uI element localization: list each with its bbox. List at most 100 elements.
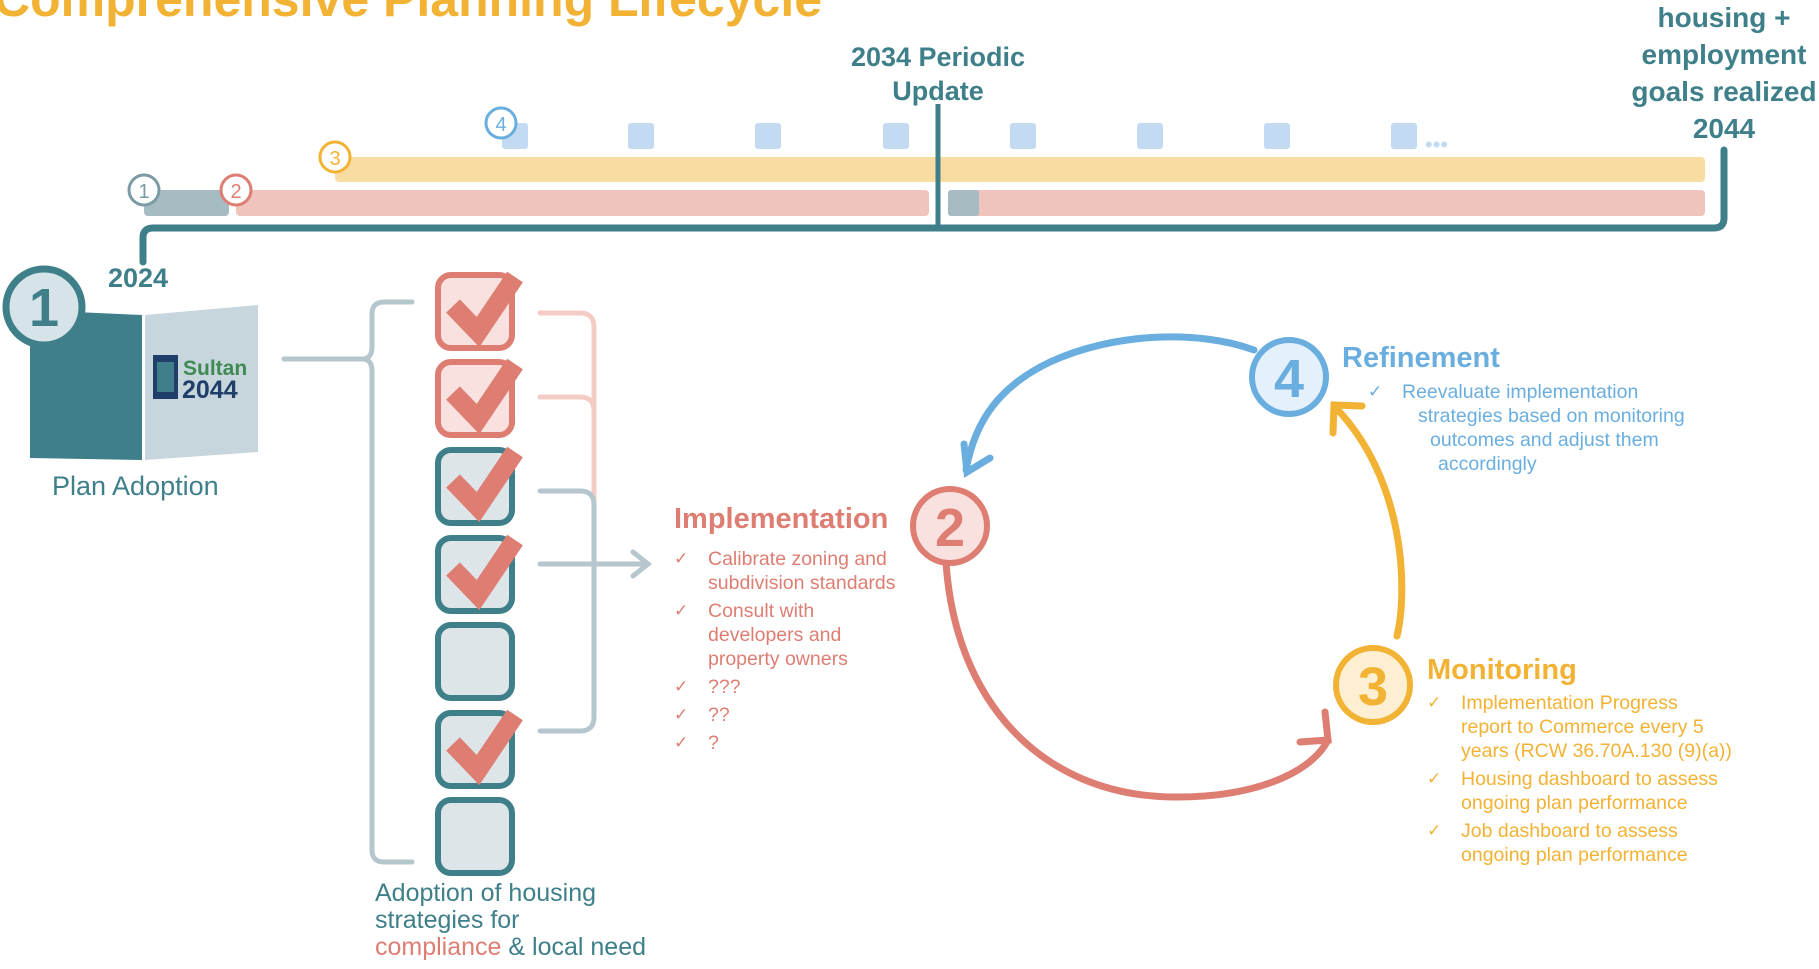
update-adoption-bar <box>948 190 979 216</box>
sultan-logo-bottom: 2044 <box>182 376 238 404</box>
plan-adoption-label: Plan Adoption <box>52 471 219 501</box>
check-icon <box>446 446 523 523</box>
refinement-square <box>1391 123 1417 149</box>
goals-line-2: employment <box>1641 39 1807 70</box>
check-icon <box>446 709 523 786</box>
implementation-item: ✓? <box>674 732 719 754</box>
checkbox-local <box>435 622 515 701</box>
marker-4: 4 <box>484 106 518 140</box>
strategies-line-1: Adoption of housing <box>375 879 597 907</box>
implementation-item: ✓?? <box>674 704 730 726</box>
monitoring-number-circle: 3 <box>1333 645 1413 725</box>
refinement-square <box>755 123 781 149</box>
marker-4-label: 4 <box>495 114 506 136</box>
check-icon: ✓ <box>1427 693 1442 712</box>
marker-3: 3 <box>318 140 352 174</box>
check-icon: ✓ <box>674 733 689 752</box>
implementation-item: ✓??? <box>674 676 741 698</box>
timeline-ellipsis: ••• <box>1425 132 1448 157</box>
checkbox-local <box>435 534 523 614</box>
marker-3-label: 3 <box>329 148 340 170</box>
refinement-item: ✓ Reevaluate implementation strategies b… <box>1368 381 1685 475</box>
cycle-arrows <box>942 333 1406 801</box>
strategies-line-3: compliance & local need <box>375 934 646 961</box>
sultan-logo-top: Sultan <box>183 357 247 380</box>
sultan-logo-emblem-inner <box>157 362 174 392</box>
plan-adoption-book: 1 Sultan 2044 <box>2 265 258 460</box>
check-icon: ✓ <box>1427 821 1442 840</box>
end-year: 2044 <box>1692 113 1756 144</box>
strategy-connectors <box>281 299 653 865</box>
goals-line-1: housing + <box>1657 2 1791 33</box>
refinement-square <box>628 123 654 149</box>
book-right-cover <box>145 305 258 460</box>
compliance-bracket <box>537 310 597 513</box>
local-bracket <box>537 488 597 734</box>
implementation-title: Implementation <box>674 503 889 535</box>
implementation-bar-1 <box>236 190 929 216</box>
checkbox-compliance <box>435 358 523 438</box>
periodic-update-label: 2034 Periodic Update <box>838 40 1038 108</box>
checkbox-local <box>435 797 515 876</box>
check-icon: ✓ <box>674 705 689 724</box>
arrow-implementation-to-monitoring <box>942 558 1332 801</box>
check-icon: ✓ <box>674 601 689 620</box>
refinement-square <box>1264 123 1290 149</box>
start-year: 2024 <box>108 263 169 293</box>
strategies-label: Adoption of housing strategies for compl… <box>375 880 646 961</box>
refinement-square <box>883 123 909 149</box>
page-title: Comprehensive Planning Lifecycle <box>0 0 822 28</box>
plan-adoption-number-circle <box>2 265 86 349</box>
plan-adoption-number: 1 <box>29 278 59 338</box>
check-icon <box>446 271 523 348</box>
refinement-number: 4 <box>1274 349 1304 409</box>
strategy-checklist <box>435 271 523 876</box>
book-left-cover <box>30 310 142 460</box>
implementation-bar-2 <box>948 190 1705 216</box>
implementation-number: 2 <box>935 498 965 558</box>
arrow-refinement-to-implementation-head <box>960 440 994 478</box>
arrow-refinement-to-implementation <box>962 333 1258 474</box>
arrow-to-implementation-head <box>630 549 653 579</box>
goals-line-3: goals realized <box>1631 76 1817 107</box>
check-icon: ✓ <box>674 549 689 568</box>
refinement-squares <box>502 123 1417 149</box>
periodic-update-line-2: Update <box>892 76 984 106</box>
checkbox-local <box>435 709 523 789</box>
arrow-monitoring-to-refinement <box>1332 404 1406 640</box>
refinement-title: Refinement <box>1342 342 1500 374</box>
compliance-bracket-2 <box>537 394 597 414</box>
check-icon: ✓ <box>1368 382 1383 401</box>
arrow-implementation-to-monitoring-head <box>1296 708 1332 746</box>
refinement-square <box>1137 123 1163 149</box>
marker-2: 2 <box>219 173 253 207</box>
check-icon: ✓ <box>1427 769 1442 788</box>
compliance-word: compliance <box>375 933 502 961</box>
goals-realized-label: housing + employment goals realized 2044 <box>1614 0 1819 147</box>
check-icon: ✓ <box>674 677 689 696</box>
refinement-square <box>1010 123 1036 149</box>
marker-1: 1 <box>127 173 161 207</box>
check-icon <box>446 358 523 435</box>
arrow-monitoring-to-refinement-head <box>1329 401 1366 437</box>
timeline: ••• 1 2 3 4 <box>127 104 1728 266</box>
monitoring-number: 3 <box>1358 657 1388 717</box>
marker-1-label: 1 <box>138 181 149 203</box>
adoption-bar <box>144 190 229 216</box>
check-icon <box>446 534 523 611</box>
timeline-axis <box>139 146 1728 266</box>
local-need-words: & local need <box>501 933 646 961</box>
checkbox-compliance <box>435 271 523 351</box>
monitoring-bar <box>335 157 1705 182</box>
refinement-list: ✓ Reevaluate implementation strategies b… <box>1368 380 1685 476</box>
monitoring-title: Monitoring <box>1427 654 1577 686</box>
marker-2-label: 2 <box>230 181 241 203</box>
strategies-brace <box>361 299 415 865</box>
